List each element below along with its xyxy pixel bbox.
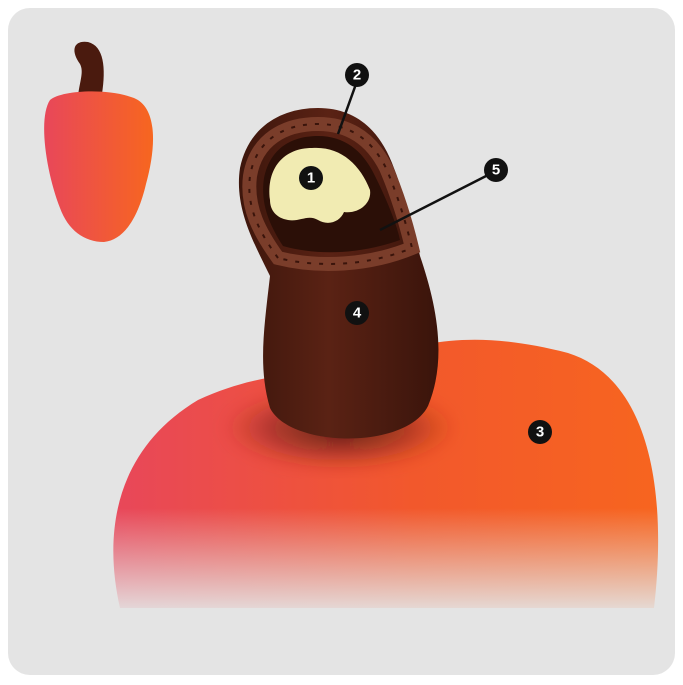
svg-text:2: 2 [353,67,361,84]
marker-3: 3 [528,420,552,444]
cashew-diagram: 1 2 3 4 5 [8,8,675,675]
cashew-nut [239,108,439,439]
svg-text:4: 4 [353,305,362,322]
diagram-panel: 1 2 3 4 5 [8,8,675,675]
marker-1: 1 [299,166,323,190]
svg-text:1: 1 [307,170,315,187]
marker-4: 4 [345,301,369,325]
marker-5: 5 [484,158,508,182]
whole-cashew-icon [44,42,153,242]
marker-2: 2 [345,63,369,87]
svg-text:3: 3 [536,424,544,441]
svg-text:5: 5 [492,162,500,179]
